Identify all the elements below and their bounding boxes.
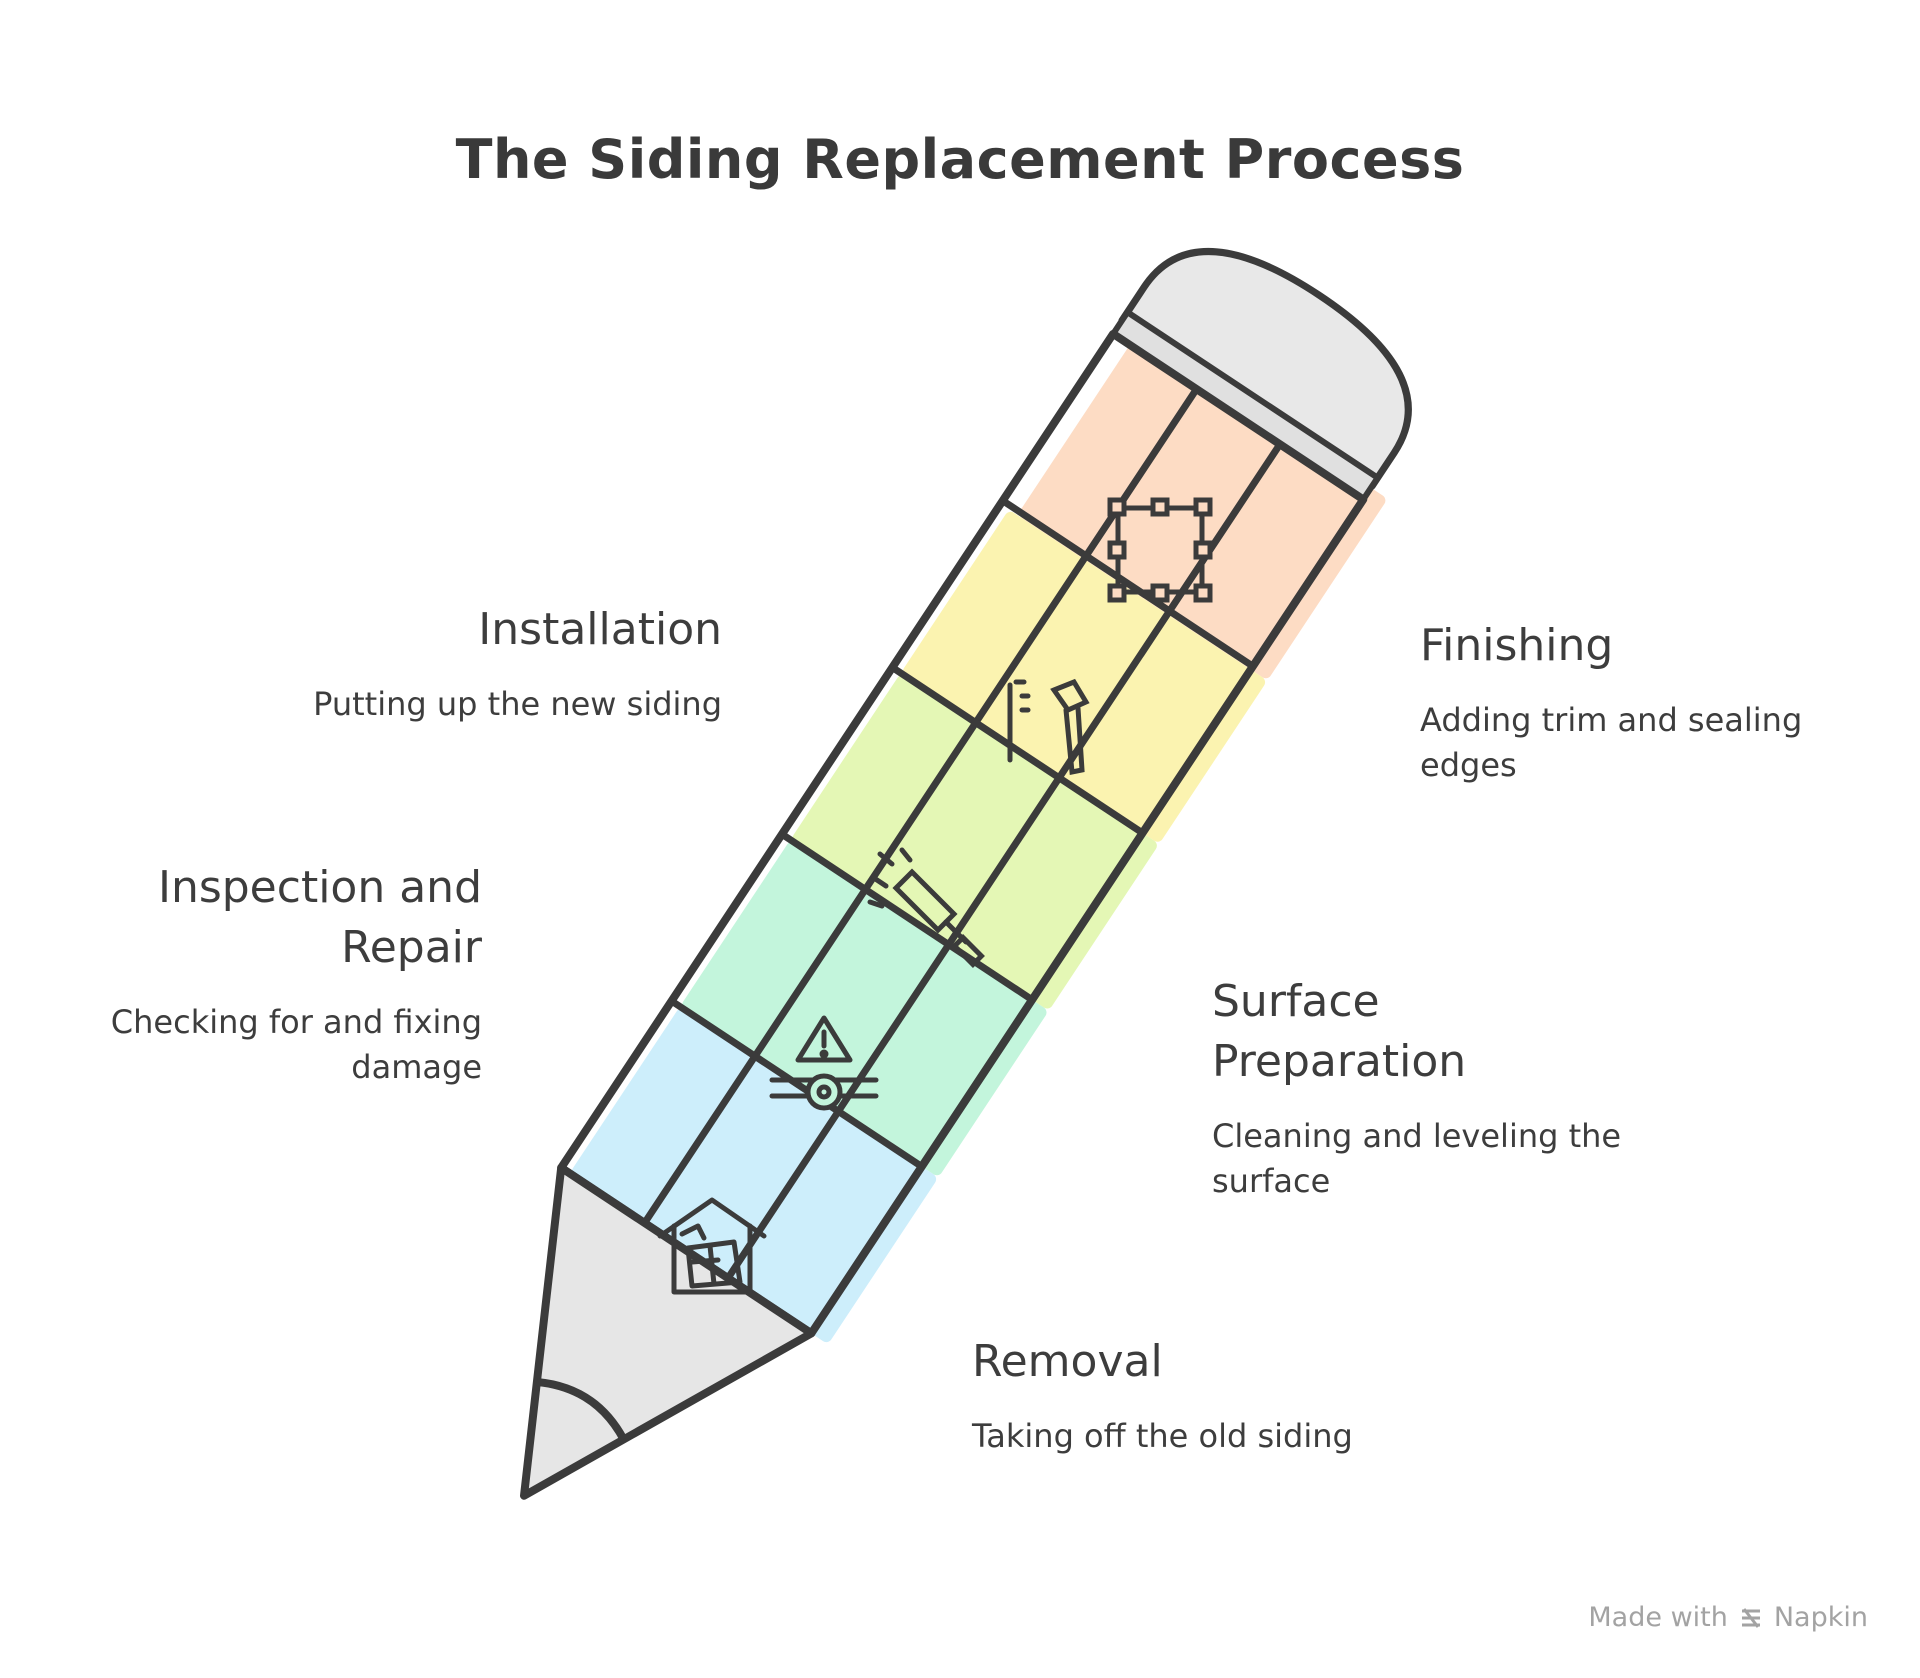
- made-with-napkin: Made with Napkin: [1588, 1602, 1868, 1633]
- step-inspection-and-repair: Inspection and Repair Checking for and f…: [22, 858, 482, 1090]
- warning-pipe-icon: [769, 1015, 879, 1111]
- step-description-line: Cleaning and leveling the: [1212, 1117, 1622, 1155]
- step-heading: Finishing: [1420, 620, 1614, 671]
- step-description: Cleaning and leveling the surface: [1212, 1114, 1732, 1204]
- segment-fill-removal: [571, 1008, 937, 1343]
- selection-frame-icon: [1107, 497, 1213, 603]
- step-description-line: Checking for and fixing: [110, 1003, 482, 1041]
- step-heading-line: Surface: [1212, 976, 1380, 1027]
- step-surface-preparation: Surface Preparation Cleaning and levelin…: [1212, 972, 1732, 1204]
- step-description-line: surface: [1212, 1162, 1331, 1200]
- step-description: Taking off the old siding: [972, 1417, 1353, 1455]
- pencil-lead: [536, 1377, 628, 1442]
- step-heading-line: Repair: [341, 922, 482, 973]
- step-description: Putting up the new siding: [313, 685, 722, 723]
- step-heading-line: Inspection and: [157, 862, 482, 913]
- step-heading: Removal: [972, 1336, 1163, 1387]
- step-removal: Removal Taking off the old siding: [972, 1332, 1492, 1459]
- segment-fill-inspection: [682, 842, 1047, 1176]
- napkin-brand-text: Napkin: [1773, 1602, 1868, 1633]
- made-with-text: Made with: [1588, 1602, 1728, 1633]
- napkin-logo-icon: [1741, 1607, 1760, 1628]
- step-heading: Inspection and Repair: [22, 858, 482, 978]
- step-installation: Installation Putting up the new siding: [162, 600, 722, 727]
- segment-fill-surface: [792, 675, 1157, 1009]
- diagram-title: The Siding Replacement Process: [455, 128, 1465, 191]
- step-description-line: edges: [1420, 746, 1517, 784]
- step-heading: Installation: [478, 604, 722, 655]
- segment-fill-installation: [903, 511, 1266, 842]
- step-description: Checking for and fixing damage: [22, 1000, 482, 1090]
- step-finishing: Finishing Adding trim and sealing edges: [1420, 616, 1890, 788]
- step-description-line: Adding trim and sealing: [1420, 701, 1803, 739]
- step-heading: Surface Preparation: [1212, 972, 1732, 1092]
- hammer-nail-icon: [1007, 678, 1090, 775]
- step-description: Adding trim and sealing edges: [1420, 698, 1890, 788]
- step-description-line: damage: [351, 1048, 482, 1086]
- pencil-eraser: [1118, 248, 1412, 490]
- scraper-icon: [867, 847, 985, 968]
- step-heading-line: Preparation: [1212, 1036, 1467, 1087]
- damaged-house-icon: [657, 1197, 767, 1295]
